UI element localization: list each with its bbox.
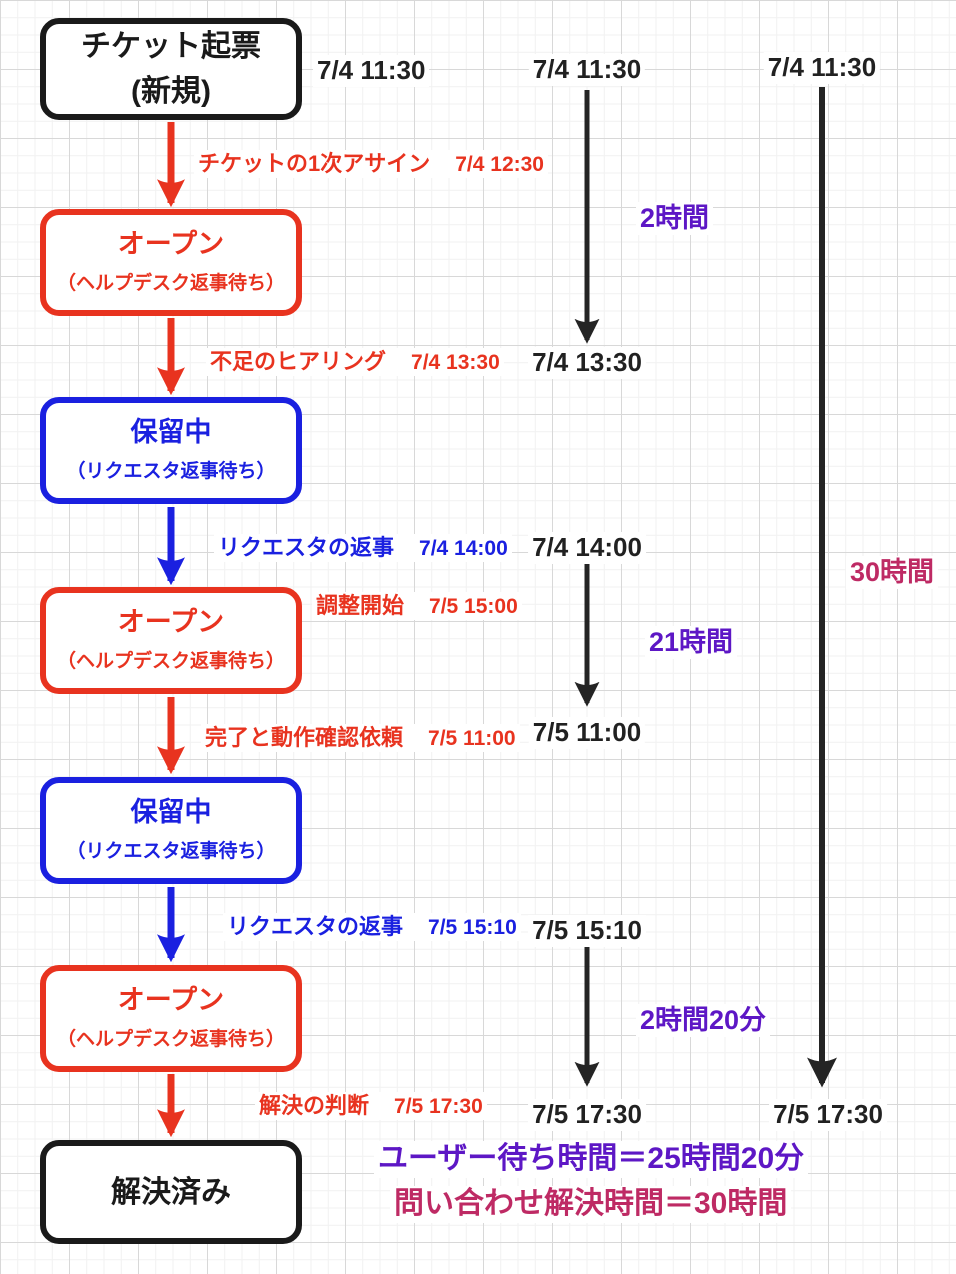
edge-label-requester-reply-2: リクエスタの返事 7/5 15:10 [223, 913, 521, 942]
node-subtitle: (新規) [131, 75, 211, 108]
timestamp-ticket-created: 7/4 11:30 [313, 55, 430, 87]
node-subtitle: （ヘルプデスク返事待ち） [56, 651, 285, 673]
timestamp-total-start: 7/4 11:30 [763, 52, 881, 84]
node-title: オープン [117, 984, 225, 1015]
edge-time: 7/5 15:10 [428, 916, 517, 939]
edge-time: 7/4 13:30 [411, 351, 500, 374]
duration-wait-seg3: 2時間20分 [636, 1004, 771, 1038]
timestamp-wait-seg1-end: 7/4 13:30 [528, 347, 646, 379]
timestamp-wait-seg2-start: 7/4 14:00 [528, 532, 646, 564]
node-subtitle: （ヘルプデスク返事待ち） [56, 273, 285, 295]
edge-label-requester-reply-1: リクエスタの返事 7/4 14:00 [214, 534, 512, 563]
edge-label-adjust-start: 調整開始 7/5 15:00 [312, 592, 522, 621]
summary-resolution-time: 問い合わせ解決時間＝30時間 [390, 1186, 792, 1223]
summary-user-wait-time: ユーザー待ち時間＝25時間20分 [374, 1141, 809, 1178]
edge-action: リクエスタの返事 [227, 914, 404, 939]
flow-node-open-3: オープン （ヘルプデスク返事待ち） [40, 965, 302, 1072]
node-subtitle: （リクエスタ返事待ち） [66, 841, 276, 863]
edge-label-first-assign: チケットの1次アサイン 7/4 12:30 [194, 150, 548, 179]
duration-wait-seg2: 21時間 [645, 626, 738, 660]
flow-node-open-1: オープン （ヘルプデスク返事待ち） [40, 209, 302, 316]
node-subtitle: （ヘルプデスク返事待ち） [56, 1029, 285, 1051]
timestamp-wait-seg3-end: 7/5 17:30 [528, 1099, 646, 1131]
flow-node-open-2: オープン （ヘルプデスク返事待ち） [40, 587, 302, 694]
node-title: チケット起票 [81, 30, 261, 63]
node-title: 保留中 [130, 796, 212, 827]
edge-label-resolution-decision: 解決の判断 7/5 17:30 [255, 1092, 487, 1121]
edge-time: 7/4 14:00 [419, 537, 508, 560]
edge-time: 7/4 12:30 [455, 153, 544, 176]
timestamp-wait-seg1-start: 7/4 11:30 [528, 54, 646, 86]
edge-action: 不足のヒアリング [210, 349, 387, 374]
node-title: 保留中 [130, 416, 212, 447]
flow-node-pending-2: 保留中 （リクエスタ返事待ち） [40, 777, 302, 884]
edge-action: 完了と動作確認依頼 [205, 725, 404, 750]
edge-time: 7/5 17:30 [394, 1095, 483, 1118]
edge-time: 7/5 11:00 [428, 727, 516, 750]
timestamp-total-end: 7/5 17:30 [769, 1099, 887, 1131]
duration-total: 30時間 [846, 556, 939, 590]
edge-action: 解決の判断 [259, 1093, 370, 1118]
node-title: オープン [117, 606, 225, 637]
edge-action: 調整開始 [316, 593, 405, 618]
flow-node-ticket-created: チケット起票 (新規) [40, 18, 302, 120]
edge-time: 7/5 15:00 [429, 595, 518, 618]
duration-wait-seg1: 2時間 [636, 202, 714, 236]
timestamp-wait-seg3-start: 7/5 15:10 [528, 915, 646, 947]
edge-label-complete-confirm: 完了と動作確認依頼 7/5 11:00 [201, 724, 520, 753]
edge-label-hearing: 不足のヒアリング 7/4 13:30 [206, 348, 504, 377]
edge-action: チケットの1次アサイン [198, 151, 431, 176]
timestamp-wait-seg2-end: 7/5 11:00 [528, 717, 646, 749]
flow-node-pending-1: 保留中 （リクエスタ返事待ち） [40, 397, 302, 504]
node-title: オープン [117, 228, 225, 259]
node-title: 解決済み [111, 1175, 231, 1209]
edge-action: リクエスタの返事 [218, 535, 395, 560]
node-subtitle: （リクエスタ返事待ち） [66, 461, 276, 483]
flow-node-resolved: 解決済み [40, 1140, 302, 1244]
